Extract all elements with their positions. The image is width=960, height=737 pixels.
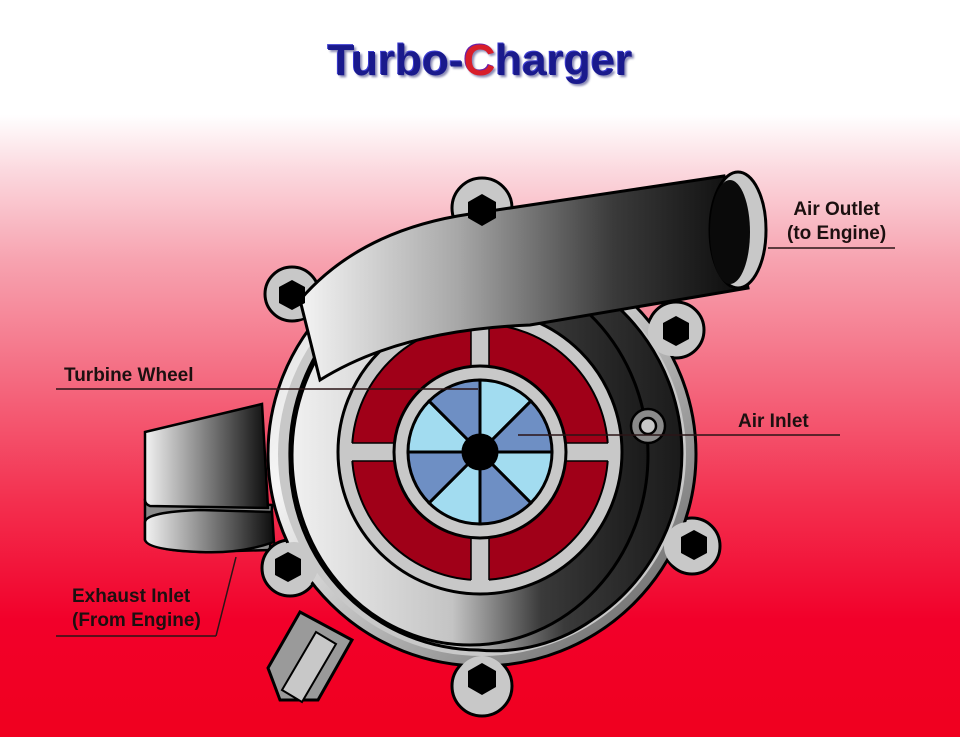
title-accent-letter: C (463, 36, 496, 85)
label-air-inlet: Air Inlet (738, 410, 809, 434)
hex-bolt-icon (468, 194, 496, 226)
title-part-1: Turbo- (327, 36, 464, 85)
label-exhaust-inlet-line2: (From Engine) (72, 610, 201, 631)
hex-bolt-icon (279, 280, 305, 310)
hex-bolt-icon (275, 552, 301, 582)
shaft (266, 609, 355, 704)
exhaust-inlet-pipe (143, 402, 276, 554)
hex-bolts (275, 194, 707, 695)
label-exhaust-inlet: Exhaust Inlet (From Engine) (72, 585, 201, 633)
turbine-wheel (406, 378, 554, 526)
label-air-outlet-line2: (to Engine) (787, 223, 887, 244)
label-turbine-wheel-line1: Turbine Wheel (64, 365, 194, 386)
hex-bolt-icon (468, 663, 496, 695)
title-part-2: harger (495, 36, 633, 85)
air-outlet-pipe (298, 170, 768, 383)
label-air-inlet-line1: Air Inlet (738, 411, 809, 432)
diagram-title: Turbo-Charger (0, 36, 960, 86)
hex-bolt-icon (681, 530, 707, 560)
air-inlet-port (629, 407, 667, 445)
exhaust-leader-diagonal (215, 556, 237, 637)
label-exhaust-inlet-line1: Exhaust Inlet (72, 586, 191, 607)
label-air-outlet-line1: Air Outlet (793, 199, 880, 220)
hex-bolt-icon (663, 316, 689, 346)
label-turbine-wheel: Turbine Wheel (64, 364, 193, 388)
turbine-hub (461, 433, 499, 471)
label-air-outlet: Air Outlet (to Engine) (787, 198, 886, 246)
